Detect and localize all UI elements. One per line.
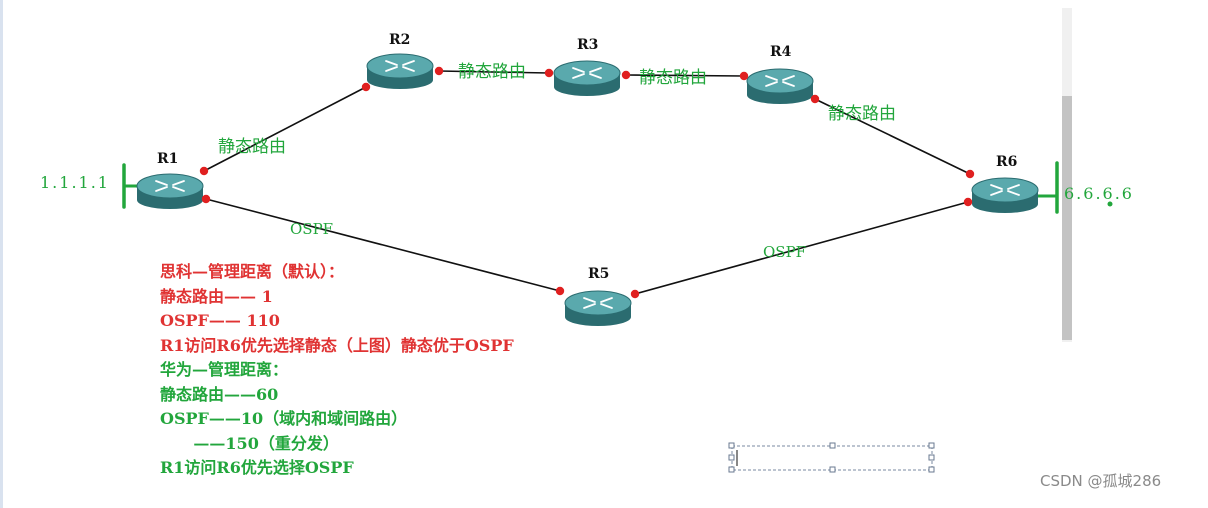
interface-port[interactable]	[434, 66, 444, 76]
interface-port[interactable]	[361, 82, 371, 92]
interface-port[interactable]	[621, 70, 631, 80]
network-stubs-layer	[122, 161, 1113, 214]
interface-port[interactable]	[810, 94, 820, 104]
router-label-r1: R1	[157, 151, 179, 167]
note-line: R1访问R6优先选择OSPF	[160, 458, 354, 477]
router-r6[interactable]	[971, 177, 1039, 213]
router-top	[136, 173, 204, 199]
links-layer	[203, 70, 971, 295]
router-label-r4: R4	[770, 44, 792, 60]
link-label-r5-r6: OSPF	[763, 243, 807, 261]
resize-handle	[728, 442, 735, 449]
link-label-r1-r2: 静态路由	[218, 137, 286, 157]
resize-handle	[928, 442, 935, 449]
note-line: R1访问R6优先选择静态（上图）静态优于OSPF	[160, 335, 514, 355]
ports-layer	[199, 66, 975, 299]
link-label-r4-r6: 静态路由	[828, 104, 896, 124]
router-arrows-icon	[765, 75, 795, 87]
router-top	[746, 68, 814, 94]
note-line: OSPF——10（域内和域间路由）	[160, 409, 408, 428]
interface-port[interactable]	[199, 166, 209, 176]
routers-layer	[136, 53, 1039, 326]
router-arrows-icon	[583, 297, 613, 309]
network-label-r6: 6.6.6.6	[1064, 184, 1134, 203]
note-line: 思科—管理距离（默认）：	[160, 262, 345, 281]
router-top	[366, 53, 434, 79]
resize-handle	[728, 454, 735, 461]
router-r3[interactable]	[553, 60, 621, 96]
interface-port[interactable]	[630, 289, 640, 299]
link-r3-r4[interactable]	[625, 74, 745, 77]
router-label-r5: R5	[588, 266, 610, 282]
note-line: ——150（重分发）	[160, 433, 339, 453]
selection-box[interactable]	[728, 442, 935, 473]
router-r1[interactable]	[136, 173, 204, 209]
router-arrows-icon	[385, 60, 415, 72]
router-label-r3: R3	[577, 37, 599, 53]
interface-port[interactable]	[544, 68, 554, 78]
link-label-r3-r4: 静态路由	[639, 68, 707, 88]
note-line: 静态路由——60	[160, 384, 279, 404]
link-r5-r6[interactable]	[634, 201, 969, 295]
resize-handle	[829, 442, 836, 449]
link-label-r2-r3: 静态路由	[458, 62, 526, 82]
watermark: CSDN @孤城286	[1040, 472, 1162, 490]
link-r1-r5[interactable]	[205, 198, 561, 292]
resize-handle	[728, 466, 735, 473]
router-r2[interactable]	[366, 53, 434, 89]
router-label-r2: R2	[389, 32, 411, 48]
note-line: 华为—管理距离：	[160, 360, 289, 379]
interface-port[interactable]	[739, 71, 749, 81]
router-arrows-icon	[572, 67, 602, 79]
resize-handle	[928, 454, 935, 461]
link-label-r1-r5: OSPF	[290, 220, 334, 238]
router-top	[564, 290, 632, 316]
router-arrows-icon	[990, 184, 1020, 196]
left-window-edge	[0, 0, 3, 508]
interface-port[interactable]	[963, 197, 973, 207]
router-top	[971, 177, 1039, 203]
stray-mark	[1107, 201, 1113, 207]
router-r4[interactable]	[746, 68, 814, 104]
vertical-scrollbar-thumb[interactable]	[1062, 96, 1072, 340]
router-r5[interactable]	[564, 290, 632, 326]
interface-port[interactable]	[555, 286, 565, 296]
resize-handle	[829, 466, 836, 473]
note-line: OSPF—— 110	[160, 311, 280, 330]
network-label-r1: 1.1.1.1	[40, 173, 110, 192]
router-arrows-icon	[155, 180, 185, 192]
router-top	[553, 60, 621, 86]
link-r4-r6[interactable]	[814, 98, 971, 175]
interface-port[interactable]	[201, 194, 211, 204]
resize-handle	[928, 466, 935, 473]
link-r2-r3[interactable]	[438, 70, 550, 74]
note-line: 静态路由—— 1	[160, 286, 273, 306]
interface-port[interactable]	[965, 169, 975, 179]
router-label-r6: R6	[996, 154, 1018, 170]
link-r1-r2[interactable]	[203, 86, 367, 172]
